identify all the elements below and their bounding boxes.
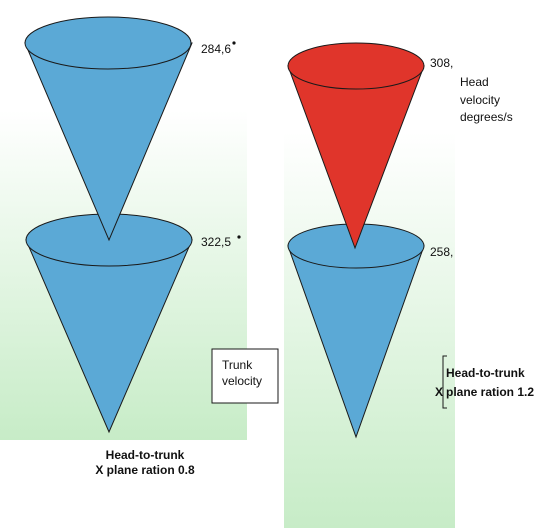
- left-trunk-value-marker: [237, 235, 241, 239]
- left-panel: 284,6 322,5 Trunk velocity: [0, 0, 279, 440]
- right-head-value: 308,: [430, 56, 453, 70]
- left-head-value-marker: [232, 41, 236, 45]
- left-caption-line-1: Head-to-trunk: [106, 448, 185, 462]
- right-caption-line-1: Head-to-trunk: [446, 366, 525, 380]
- head-velocity-label-line-2: velocity: [460, 93, 500, 107]
- right-head-cone: [287, 42, 425, 250]
- head-velocity-label: Head velocity degrees/s: [460, 75, 513, 124]
- left-head-value: 284,6: [201, 42, 231, 56]
- left-head-cone: [24, 16, 193, 242]
- trunk-velocity-box: [211, 348, 279, 404]
- right-trunk-value: 258,: [430, 245, 453, 259]
- right-trunk-cone: [287, 223, 425, 439]
- trunk-velocity-callout: Trunk velocity: [211, 348, 279, 404]
- left-trunk-value: 322,5: [201, 235, 231, 249]
- left-caption-line-2: X plane ration 0.8: [95, 463, 195, 477]
- right-caption: Head-to-trunk X plane ration 1.2: [435, 355, 534, 409]
- right-panel: 308, 258,: [284, 0, 455, 528]
- right-caption-line-2: plane ration 1.2: [446, 385, 534, 399]
- head-velocity-label-line-3: degrees/s: [460, 110, 513, 124]
- right-caption-prefix: X: [435, 385, 443, 399]
- trunk-velocity-label-line-2: velocity: [222, 374, 262, 388]
- head-velocity-label-line-1: Head: [460, 75, 489, 89]
- right-caption-bracket: [442, 355, 447, 409]
- trunk-velocity-label-line-1: Trunk: [222, 358, 253, 372]
